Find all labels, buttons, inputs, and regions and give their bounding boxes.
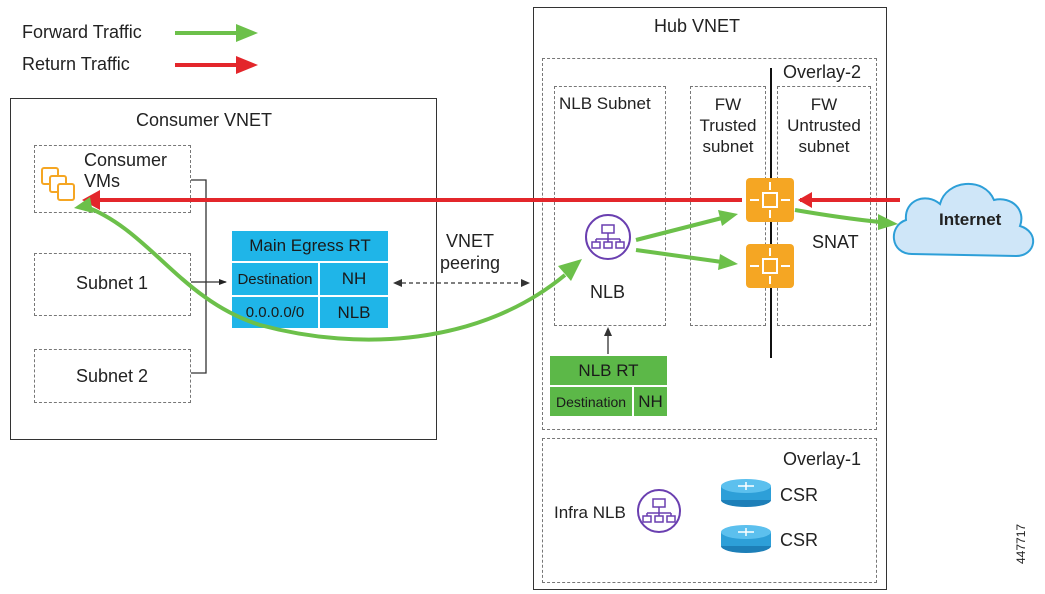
main-egress-rt-row-nh: NLB (320, 297, 388, 328)
internet-cloud-icon (892, 183, 1035, 258)
nlb-label: NLB (590, 282, 626, 302)
firewall-icon-top (746, 178, 794, 222)
firewall-to-internet-arrow (794, 208, 898, 230)
csr-router-icon-2 (721, 525, 771, 553)
return-traffic-arrow (82, 190, 900, 210)
consumer-vnet-box (10, 98, 437, 440)
snat-label: SNAT (812, 232, 859, 252)
overlay1-label: Overlay-1 (783, 449, 862, 469)
nlb-icon (585, 214, 631, 260)
nlb-to-firewall-arrows (635, 210, 738, 270)
subnet-bracket (191, 179, 227, 374)
nlb-rt-arrow (604, 327, 612, 354)
main-egress-rt-header-destination: Destination (232, 263, 318, 295)
consumer-vms-box (34, 145, 191, 213)
firewall-icon-bottom (746, 244, 794, 288)
main-egress-rt-title: Main Egress RT (232, 231, 388, 261)
subnet2-label: Subnet 2 (76, 366, 149, 386)
nlb-rt-title: NLB RT (550, 356, 667, 385)
legend-return-label: Return Traffic (22, 54, 130, 74)
vnet-peering-arrow (393, 279, 530, 287)
internet-label-overlay: Internet (939, 210, 1002, 229)
csr2-label: CSR (780, 530, 819, 550)
legend-return-arrow (175, 56, 258, 74)
main-egress-rt-header-nh: NH (320, 263, 388, 295)
overlay2-box (542, 58, 877, 430)
legend-forward-arrow (175, 24, 258, 42)
csr-router-icon-1 (721, 479, 771, 507)
vnet-peering-label: VNET peering (439, 231, 501, 273)
consumer-vnet-title: Consumer VNET (136, 110, 273, 130)
csr1-label: CSR (780, 485, 819, 505)
nlb-subnet-box (554, 86, 666, 326)
nlb-rt-header-destination: Destination (550, 387, 632, 416)
subnet2-box (34, 349, 191, 403)
infra-nlb-label: Infra NLB (554, 503, 626, 522)
hub-vnet-title: Hub VNET (654, 16, 741, 36)
forward-traffic-curve (74, 197, 582, 342)
vm-stack-icon (41, 167, 75, 201)
overlay2-label: Overlay-2 (783, 62, 862, 82)
legend-forward-label: Forward Traffic (22, 22, 142, 42)
infra-nlb-icon (637, 489, 681, 533)
nlb-subnet-label: NLB Subnet (559, 94, 651, 113)
overlay1-box (542, 438, 877, 583)
consumer-vms-label: Consumer VMs (84, 150, 168, 191)
fw-untrusted-label: FW Untrusted subnet (787, 95, 861, 156)
subnet1-label: Subnet 1 (76, 273, 149, 293)
nlb-rt-header-nh: NH (634, 387, 667, 416)
fw-trusted-label: FW Trusted subnet (699, 95, 757, 156)
main-egress-rt-row-destination: 0.0.0.0/0 (232, 297, 318, 328)
